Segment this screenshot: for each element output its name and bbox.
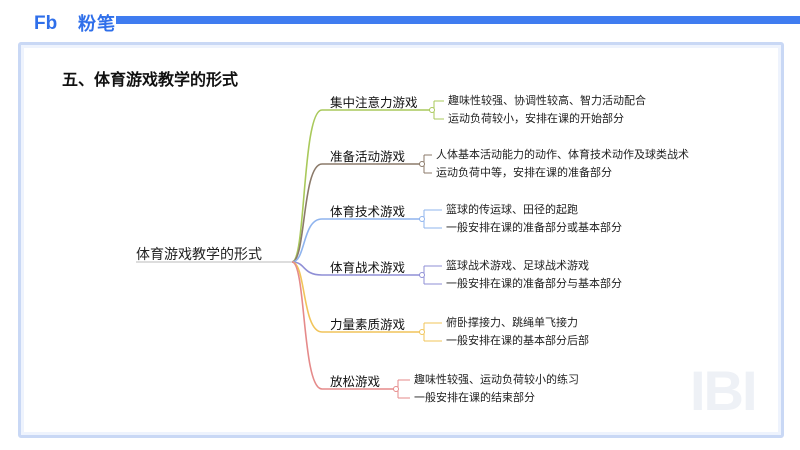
branch-connector — [291, 218, 420, 263]
branch-detail: 俯卧撑接力、跳绳单飞接力 — [446, 316, 578, 329]
branch-label: 放松游戏 — [330, 374, 381, 389]
content-card — [18, 42, 784, 438]
branch-detail: 趣味性较强、运动负荷较小的练习 — [414, 373, 579, 386]
branch-label: 集中注意力游戏 — [330, 95, 418, 110]
branch-node-dot — [393, 386, 399, 392]
brand-logo: Fb 粉笔 — [34, 10, 116, 36]
branch-connector — [291, 261, 420, 333]
svg-text:Fb: Fb — [34, 13, 57, 34]
watermark: IBI — [690, 359, 758, 422]
branch-connector — [291, 109, 430, 263]
branch-node-dot — [429, 107, 435, 113]
branch-detail: 趣味性较强、协调性较高、智力活动配合 — [448, 94, 646, 107]
branch-detail: 运动负荷较小，安排在课的开始部分 — [448, 112, 624, 125]
branch-label: 体育技术游戏 — [330, 204, 406, 219]
brand-name: 粉笔 — [78, 14, 116, 35]
mindmap-root: 体育游戏教学的形式 — [136, 247, 262, 263]
branch-node-dot — [419, 216, 425, 222]
branch-label: 力量素质游戏 — [330, 317, 406, 332]
branch-node-dot — [419, 161, 425, 167]
branch-connector — [291, 163, 420, 263]
branch-detail: 篮球战术游戏、足球战术游戏 — [446, 259, 589, 272]
branch-label: 准备活动游戏 — [330, 149, 406, 164]
branch-node-dot — [419, 329, 425, 335]
page-title: 五、体育游戏教学的形式 — [62, 70, 239, 89]
branch-detail: 一般安排在课的准备部分或基本部分 — [446, 221, 622, 234]
branch-connector — [291, 261, 420, 276]
branch-detail: 篮球的传运球、田径的起跑 — [446, 203, 578, 216]
branch-node-dot — [419, 272, 425, 278]
branch-detail: 一般安排在课的基本部分后部 — [446, 334, 589, 347]
header-bar — [116, 16, 800, 24]
branch-connector — [291, 261, 394, 390]
branch-detail: 运动负荷中等，安排在课的准备部分 — [436, 166, 612, 179]
branch-detail: 一般安排在课的结束部分 — [414, 391, 535, 404]
branch-label: 体育战术游戏 — [330, 260, 406, 275]
branch-detail: 人体基本活动能力的动作、体育技术动作及球类战术 — [436, 148, 689, 161]
branch-detail: 一般安排在课的准备部分与基本部分 — [446, 277, 622, 290]
fb-logo-icon: Fb — [34, 13, 57, 34]
